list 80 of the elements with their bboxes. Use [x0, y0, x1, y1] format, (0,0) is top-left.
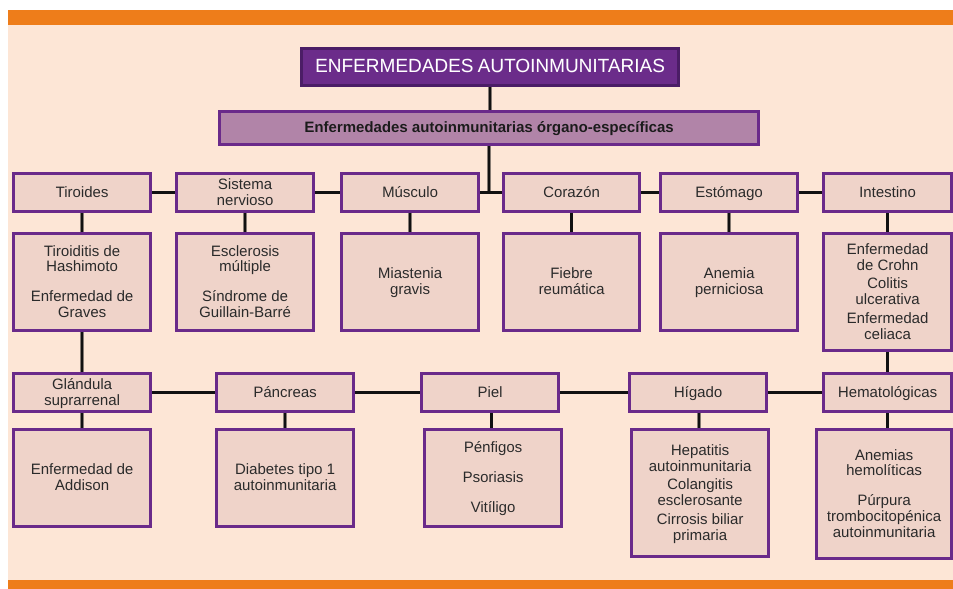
connector-line [488, 146, 502, 194]
connector-line [488, 87, 492, 110]
box-text: Páncreas [253, 384, 317, 400]
box-text: Músculo [382, 184, 438, 200]
box-text: Pénfigos [464, 440, 522, 456]
disease-box [215, 428, 355, 528]
disease-box [659, 232, 799, 332]
connector-line [408, 213, 412, 232]
box-text: Enfermedades autoinmunitarias órgano-específicas [304, 118, 674, 138]
connector-line [641, 191, 659, 194]
box-text: Miastenia gravis [376, 266, 444, 298]
connector-line [886, 213, 889, 232]
box-text: Colitis ulcerativa [854, 276, 921, 308]
box-text: Corazón [543, 184, 600, 200]
box-text: Fiebre reumática [538, 266, 606, 298]
category-box [215, 372, 355, 413]
category-box [340, 172, 480, 213]
box-text: Piel [477, 384, 502, 400]
connector-line [490, 413, 493, 428]
title-box [300, 47, 680, 87]
box-text: Síndrome de Guillain-Barré [198, 289, 292, 320]
connector-line [80, 413, 84, 428]
disease-box [822, 232, 953, 352]
box-text: Enfermedad celiaca [846, 310, 930, 342]
box-text: Psoriasis [462, 470, 524, 486]
box-text: Estómago [695, 184, 763, 200]
box-text: Colangitis esclerosante [656, 477, 744, 509]
category-box [12, 372, 152, 413]
box-text: Hígado [674, 384, 722, 400]
connector-line [886, 352, 889, 372]
connector-line [886, 413, 889, 428]
category-box [12, 172, 152, 213]
disease-box [815, 428, 953, 560]
connector-line [244, 213, 246, 232]
box-text: Glándula suprarrenal [43, 376, 121, 408]
disease-box [340, 232, 480, 332]
box-text: Enfermedad de Addison [30, 462, 134, 494]
box-text: Esclerosis múltiple [210, 244, 280, 275]
box-text: Cirrosis biliar primaria [656, 512, 744, 544]
box-text: Púrpura trombocitopénica autoinmunitaria [826, 493, 942, 540]
category-box [659, 172, 799, 213]
box-text: Tiroides [56, 184, 108, 200]
connector-line [80, 332, 84, 372]
box-text: Diabetes tipo 1 autoinmunitaria [232, 462, 338, 494]
box-text: Anemia perniciosa [694, 266, 764, 298]
category-box [822, 372, 953, 413]
category-box [420, 372, 560, 413]
connector-line [80, 213, 84, 232]
box-text: Enfermedad de Graves [30, 289, 134, 320]
box-text: Tiroiditis de Hashimoto [42, 244, 122, 275]
category-box [175, 172, 315, 213]
connector-line [355, 391, 420, 394]
disease-box [12, 428, 152, 528]
connector-line [560, 391, 628, 394]
category-box [502, 172, 641, 213]
box-text: Hematológicas [838, 384, 938, 400]
disease-box [502, 232, 641, 332]
subtitle-box [218, 110, 760, 146]
connector-line [152, 191, 175, 194]
box-text: Sistema nervioso [216, 176, 274, 208]
connector-line [768, 391, 822, 394]
box-text: Anemias hemolíticas [845, 448, 923, 480]
connector-line [698, 413, 700, 428]
box-text: Enfermedad de Crohn [846, 242, 930, 274]
connector-line [728, 213, 730, 232]
disease-box [12, 232, 152, 332]
disease-box [423, 428, 563, 528]
category-box [822, 172, 953, 213]
box-text: ENFERMEDADES AUTOINMUNITARIAS [315, 54, 665, 79]
box-text: Vitíligo [470, 500, 516, 516]
box-text: Intestino [859, 184, 916, 200]
box-text: Hepatitis autoinmunitaria [648, 442, 752, 474]
connector-line [570, 213, 573, 232]
connector-line [284, 413, 286, 428]
connector-line [152, 391, 215, 394]
disease-box [175, 232, 315, 332]
connector-line [315, 191, 340, 194]
category-box [628, 372, 768, 413]
connector-line [799, 191, 822, 194]
disease-box [630, 428, 770, 558]
